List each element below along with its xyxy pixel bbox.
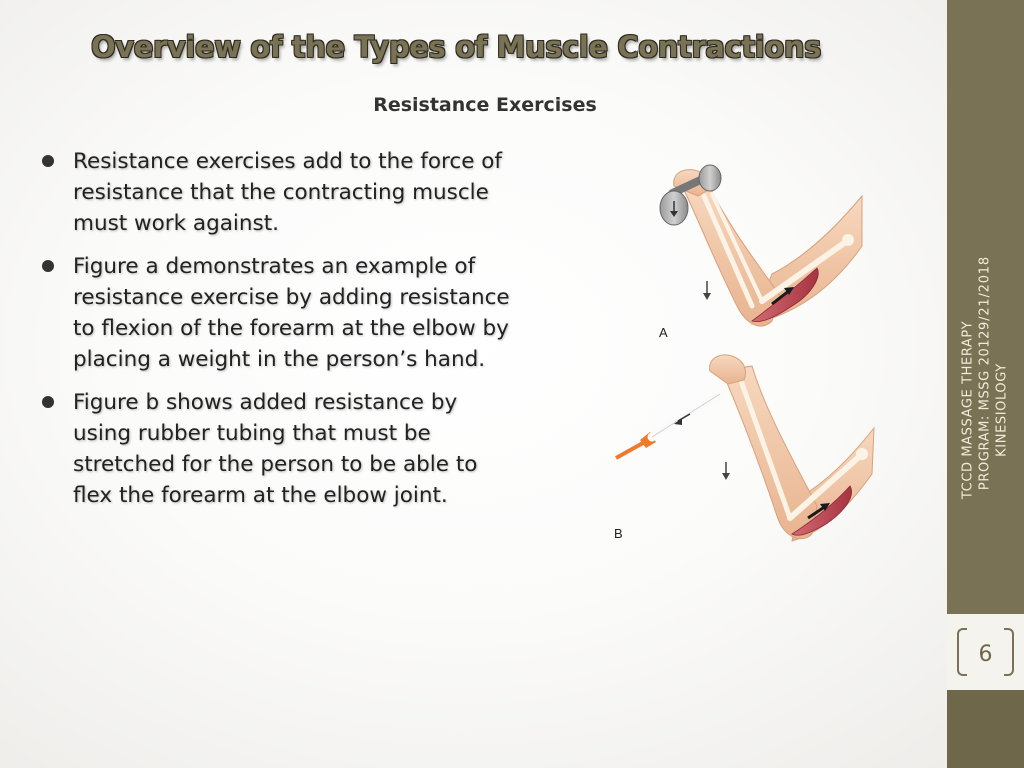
bullet-item: Resistance exercises add to the force of…	[40, 146, 510, 239]
bullet-dot-icon	[42, 396, 54, 408]
figure-b-arm	[615, 354, 875, 542]
slide-title: Overview of the Types of Muscle Contract…	[91, 30, 821, 64]
bullet-item: Figure a demonstrates an example of resi…	[40, 251, 510, 375]
footer-line-3: KINESIOLOGY	[994, 363, 1010, 457]
bullet-text: Resistance exercises add to the force of…	[73, 149, 502, 236]
figure-a-arm	[659, 164, 863, 327]
bullet-dot-icon	[42, 155, 54, 167]
slide-number-box: 6	[947, 614, 1024, 690]
bullet-text: Figure b shows added resistance by using…	[73, 390, 478, 508]
slide-footer: TCCD MASSAGE THERAPY PROGRAM: MSSG 2012 …	[960, 245, 1011, 575]
bullet-item: Figure b shows added resistance by using…	[40, 387, 510, 511]
arm-illustration: A B	[612, 156, 912, 556]
slide-number: 6	[978, 642, 993, 667]
figure-label-a: A	[659, 325, 668, 340]
figure-label-b: B	[614, 526, 623, 541]
bullet-dot-icon	[42, 260, 54, 272]
sidebar-bottom-band	[947, 690, 1024, 768]
footer-line-1: TCCD MASSAGE THERAPY	[960, 320, 976, 500]
footer-line-2: PROGRAM: MSSG 2012	[977, 329, 993, 491]
bullet-text: Figure a demonstrates an example of resi…	[73, 254, 510, 372]
bullet-list: Resistance exercises add to the force of…	[40, 146, 510, 523]
bracket-right-icon	[1004, 628, 1014, 676]
slide-subtitle: Resistance Exercises	[373, 94, 597, 116]
bracket-left-icon	[957, 628, 967, 676]
arm-figure-svg: A B	[614, 164, 875, 542]
